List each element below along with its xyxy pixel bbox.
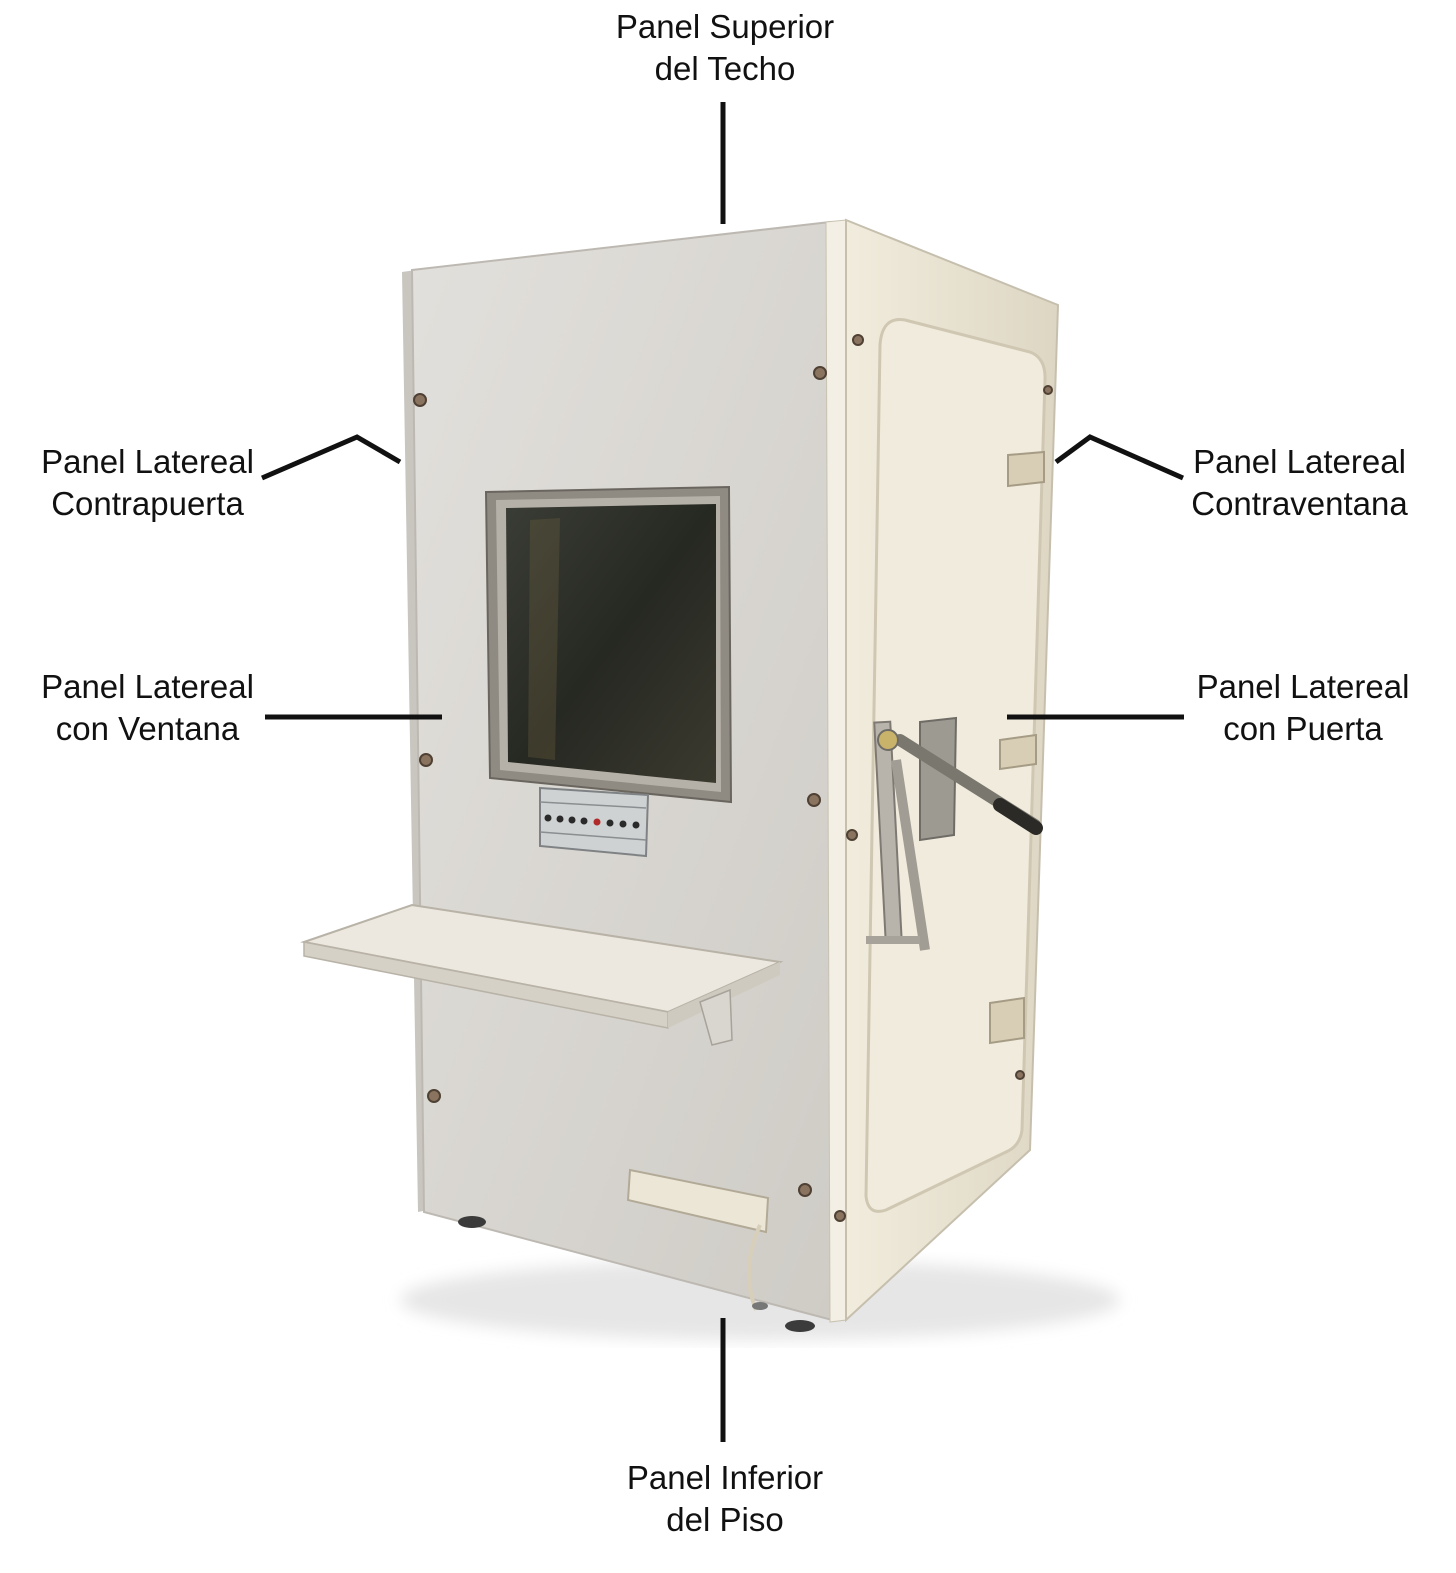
label-panel-superior-line2: del Techo — [654, 50, 796, 87]
leader-lines — [261, 102, 1185, 1442]
label-panel-superior-line1: Panel Superior — [615, 8, 835, 45]
window-reflection — [528, 518, 560, 760]
leader-left1 — [261, 434, 402, 481]
control-box — [539, 786, 650, 858]
label-panel-con-puerta: Panel Latereal con Puerta — [1178, 666, 1428, 750]
cabin-feet — [458, 1216, 815, 1332]
label-panel-con-ventana-line1: Panel Latereal — [41, 668, 254, 705]
label-panel-con-ventana: Panel Latereal con Ventana — [20, 666, 275, 750]
label-panel-con-puerta-line1: Panel Latereal — [1196, 668, 1410, 705]
label-panel-contrapuerta: Panel Latereal Contrapuerta — [20, 441, 275, 525]
side-panel-screws — [834, 334, 1053, 1222]
power-strip — [626, 1168, 770, 1311]
label-panel-inferior-line1: Panel Inferior — [626, 1459, 824, 1496]
label-panel-contrapuerta-line2: Contrapuerta — [51, 485, 244, 522]
label-panel-contraventana-line1: Panel Latereal — [1193, 443, 1406, 480]
label-panel-contrapuerta-line1: Panel Latereal — [41, 443, 254, 480]
door-hinges — [989, 450, 1045, 1045]
label-panel-contraventana-line2: Contraventana — [1191, 485, 1408, 522]
window-glass — [506, 504, 716, 783]
label-panel-con-puerta-line2: con Puerta — [1223, 710, 1383, 747]
label-panel-con-ventana-line2: con Ventana — [55, 710, 240, 747]
shelf — [300, 903, 784, 1046]
door-handle — [866, 716, 1043, 951]
corner-edge — [825, 219, 847, 1323]
label-panel-inferior-line2: del Piso — [666, 1501, 784, 1538]
front-panel-screws — [413, 366, 827, 1197]
label-panel-superior: Panel Superior del Techo — [600, 6, 850, 90]
label-panel-inferior: Panel Inferior del Piso — [600, 1457, 850, 1541]
leader-right1 — [1054, 434, 1185, 481]
label-panel-contraventana: Panel Latereal Contraventana — [1172, 441, 1427, 525]
